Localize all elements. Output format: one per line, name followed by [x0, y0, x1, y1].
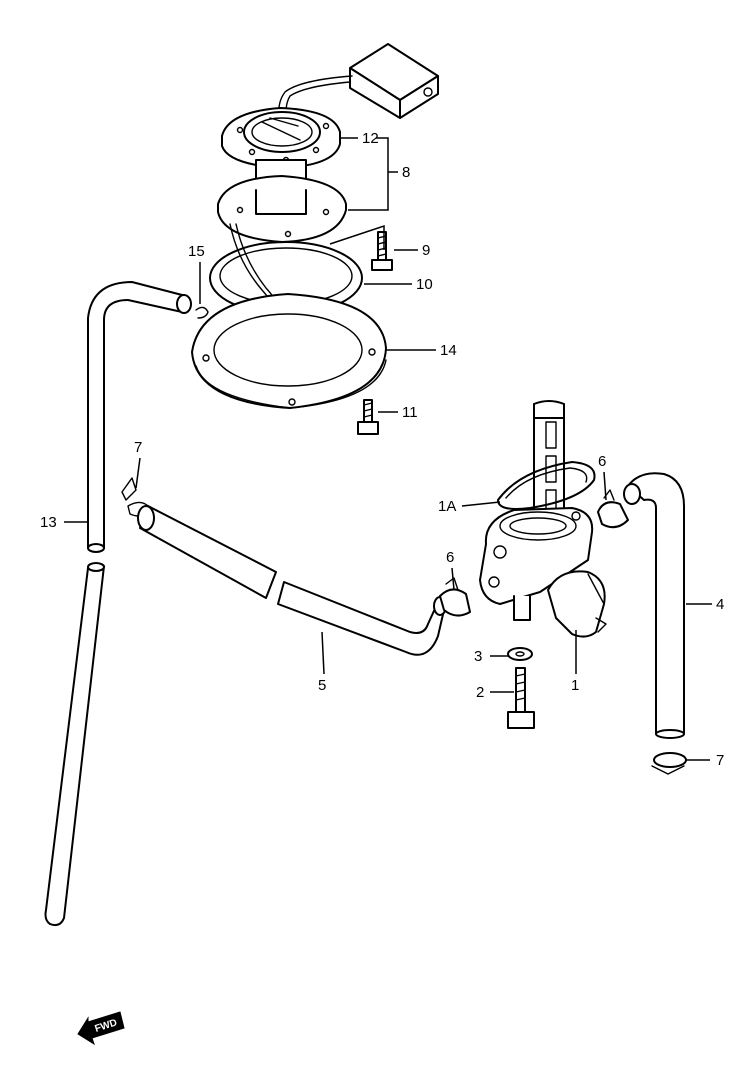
- callout-1a: 1A: [438, 498, 456, 515]
- callout-13: 11: [402, 404, 418, 421]
- callout-8: 8: [402, 164, 410, 181]
- callout-7-right: 7: [716, 752, 724, 769]
- leader-lines: [64, 137, 712, 761]
- callout-1: 1: [571, 677, 579, 694]
- hose-14: [44, 281, 192, 927]
- callout-10: 9: [422, 242, 430, 259]
- fuel-gauge-assembly: [217, 43, 439, 359]
- washer-3: [507, 647, 533, 661]
- callout-3: 3: [474, 648, 482, 665]
- callout-14: 13: [40, 514, 57, 531]
- callouts: 12 8 9 10 14 11 15 7 13 1A 6 6 4 7 5 3 2…: [40, 130, 724, 769]
- callout-11: 14: [440, 342, 457, 359]
- sender-top-flange: [221, 107, 341, 169]
- fwd-arrow-icon: FWD: [77, 1011, 125, 1046]
- callout-5: 5: [318, 677, 326, 694]
- callout-2: 2: [476, 684, 484, 701]
- callout-9: 12: [362, 130, 379, 147]
- callout-4: 4: [716, 596, 724, 613]
- sender-bottom-flange: [217, 175, 347, 243]
- callout-7-left: 7: [134, 439, 142, 456]
- callout-15: 15: [188, 243, 205, 260]
- callout-12: 10: [416, 276, 433, 293]
- callout-6-left: 6: [446, 549, 454, 566]
- bolt-10: [371, 231, 393, 271]
- bolt-13: [357, 399, 379, 435]
- clip-7-right: [651, 752, 687, 775]
- bolt-2: [507, 667, 535, 729]
- o-ring-1a: [497, 461, 596, 510]
- connector-box: [349, 43, 439, 119]
- fuel-cock: [479, 400, 607, 638]
- clip-15: [195, 306, 209, 319]
- hose-4: [623, 472, 685, 739]
- gasket-plate: [191, 293, 387, 409]
- clamp-6-left: [439, 577, 471, 617]
- callout-6-right: 6: [598, 453, 606, 470]
- hose-5: [137, 505, 447, 656]
